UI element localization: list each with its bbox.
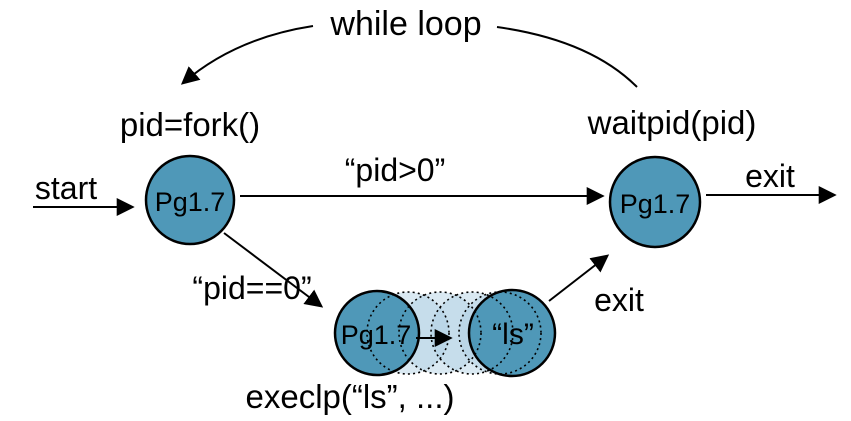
pid-positive-label: “pid>0” bbox=[345, 152, 446, 188]
diagram-labels: while loop pid=fork() waitpid(pid) start… bbox=[35, 5, 795, 415]
execlp-caption: execlp(“ls”, ...) bbox=[245, 378, 454, 415]
ghost-circle-outline-2 bbox=[398, 291, 482, 375]
while-loop-label: while loop bbox=[329, 5, 481, 43]
waitpid-caption: waitpid(pid) bbox=[587, 104, 757, 141]
child-node bbox=[333, 289, 421, 377]
ghost-circle-outline-3 bbox=[430, 291, 514, 375]
parent-wait-node-label: Pg1.7 bbox=[620, 189, 691, 219]
ghost-circle-outline-4 bbox=[458, 291, 542, 375]
child-exit-label: exit bbox=[594, 282, 644, 318]
pid-zero-label: “pid==0” bbox=[192, 270, 311, 306]
parent-start-node-label: Pg1.7 bbox=[155, 187, 226, 217]
parent-start-node bbox=[144, 154, 236, 246]
child-exec-node bbox=[467, 288, 557, 378]
while-loop-right-arc bbox=[496, 26, 638, 88]
while-loop-left-arc bbox=[180, 25, 314, 85]
fork-caption: pid=fork() bbox=[120, 106, 260, 143]
child-exit-arrow bbox=[548, 254, 610, 302]
diagram-edges bbox=[33, 25, 837, 347]
process-nodes bbox=[144, 154, 702, 378]
child-exec-node-label: “ls” bbox=[492, 318, 534, 351]
start-label: start bbox=[35, 170, 97, 206]
pid-zero-arrow bbox=[223, 232, 324, 308]
parent-wait-node bbox=[608, 155, 702, 249]
child-node-label: Pg1.7 bbox=[341, 320, 412, 350]
parent-exit-label: exit bbox=[745, 158, 795, 194]
